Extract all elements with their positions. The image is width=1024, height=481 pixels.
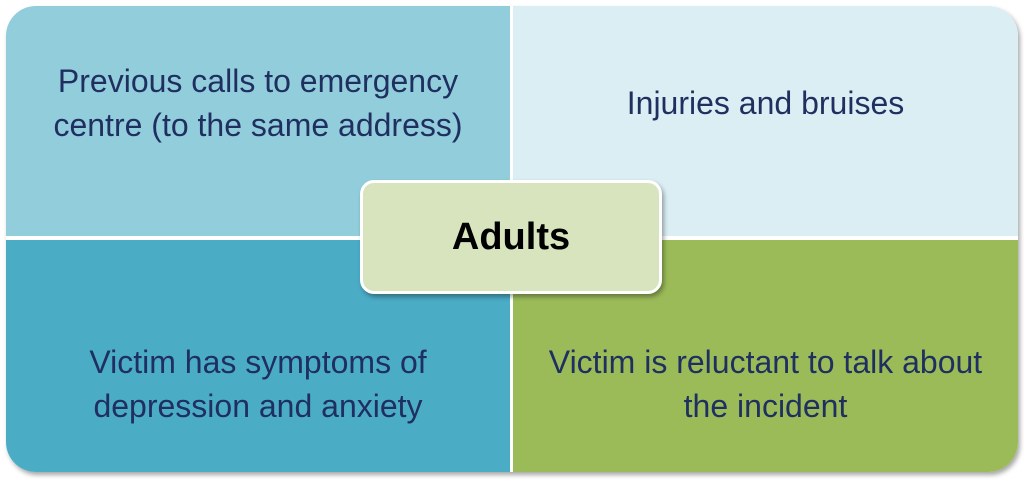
center-label-box: Adults <box>360 180 662 294</box>
quadrant-matrix: Previous calls to emergency centre (to t… <box>6 6 1018 472</box>
